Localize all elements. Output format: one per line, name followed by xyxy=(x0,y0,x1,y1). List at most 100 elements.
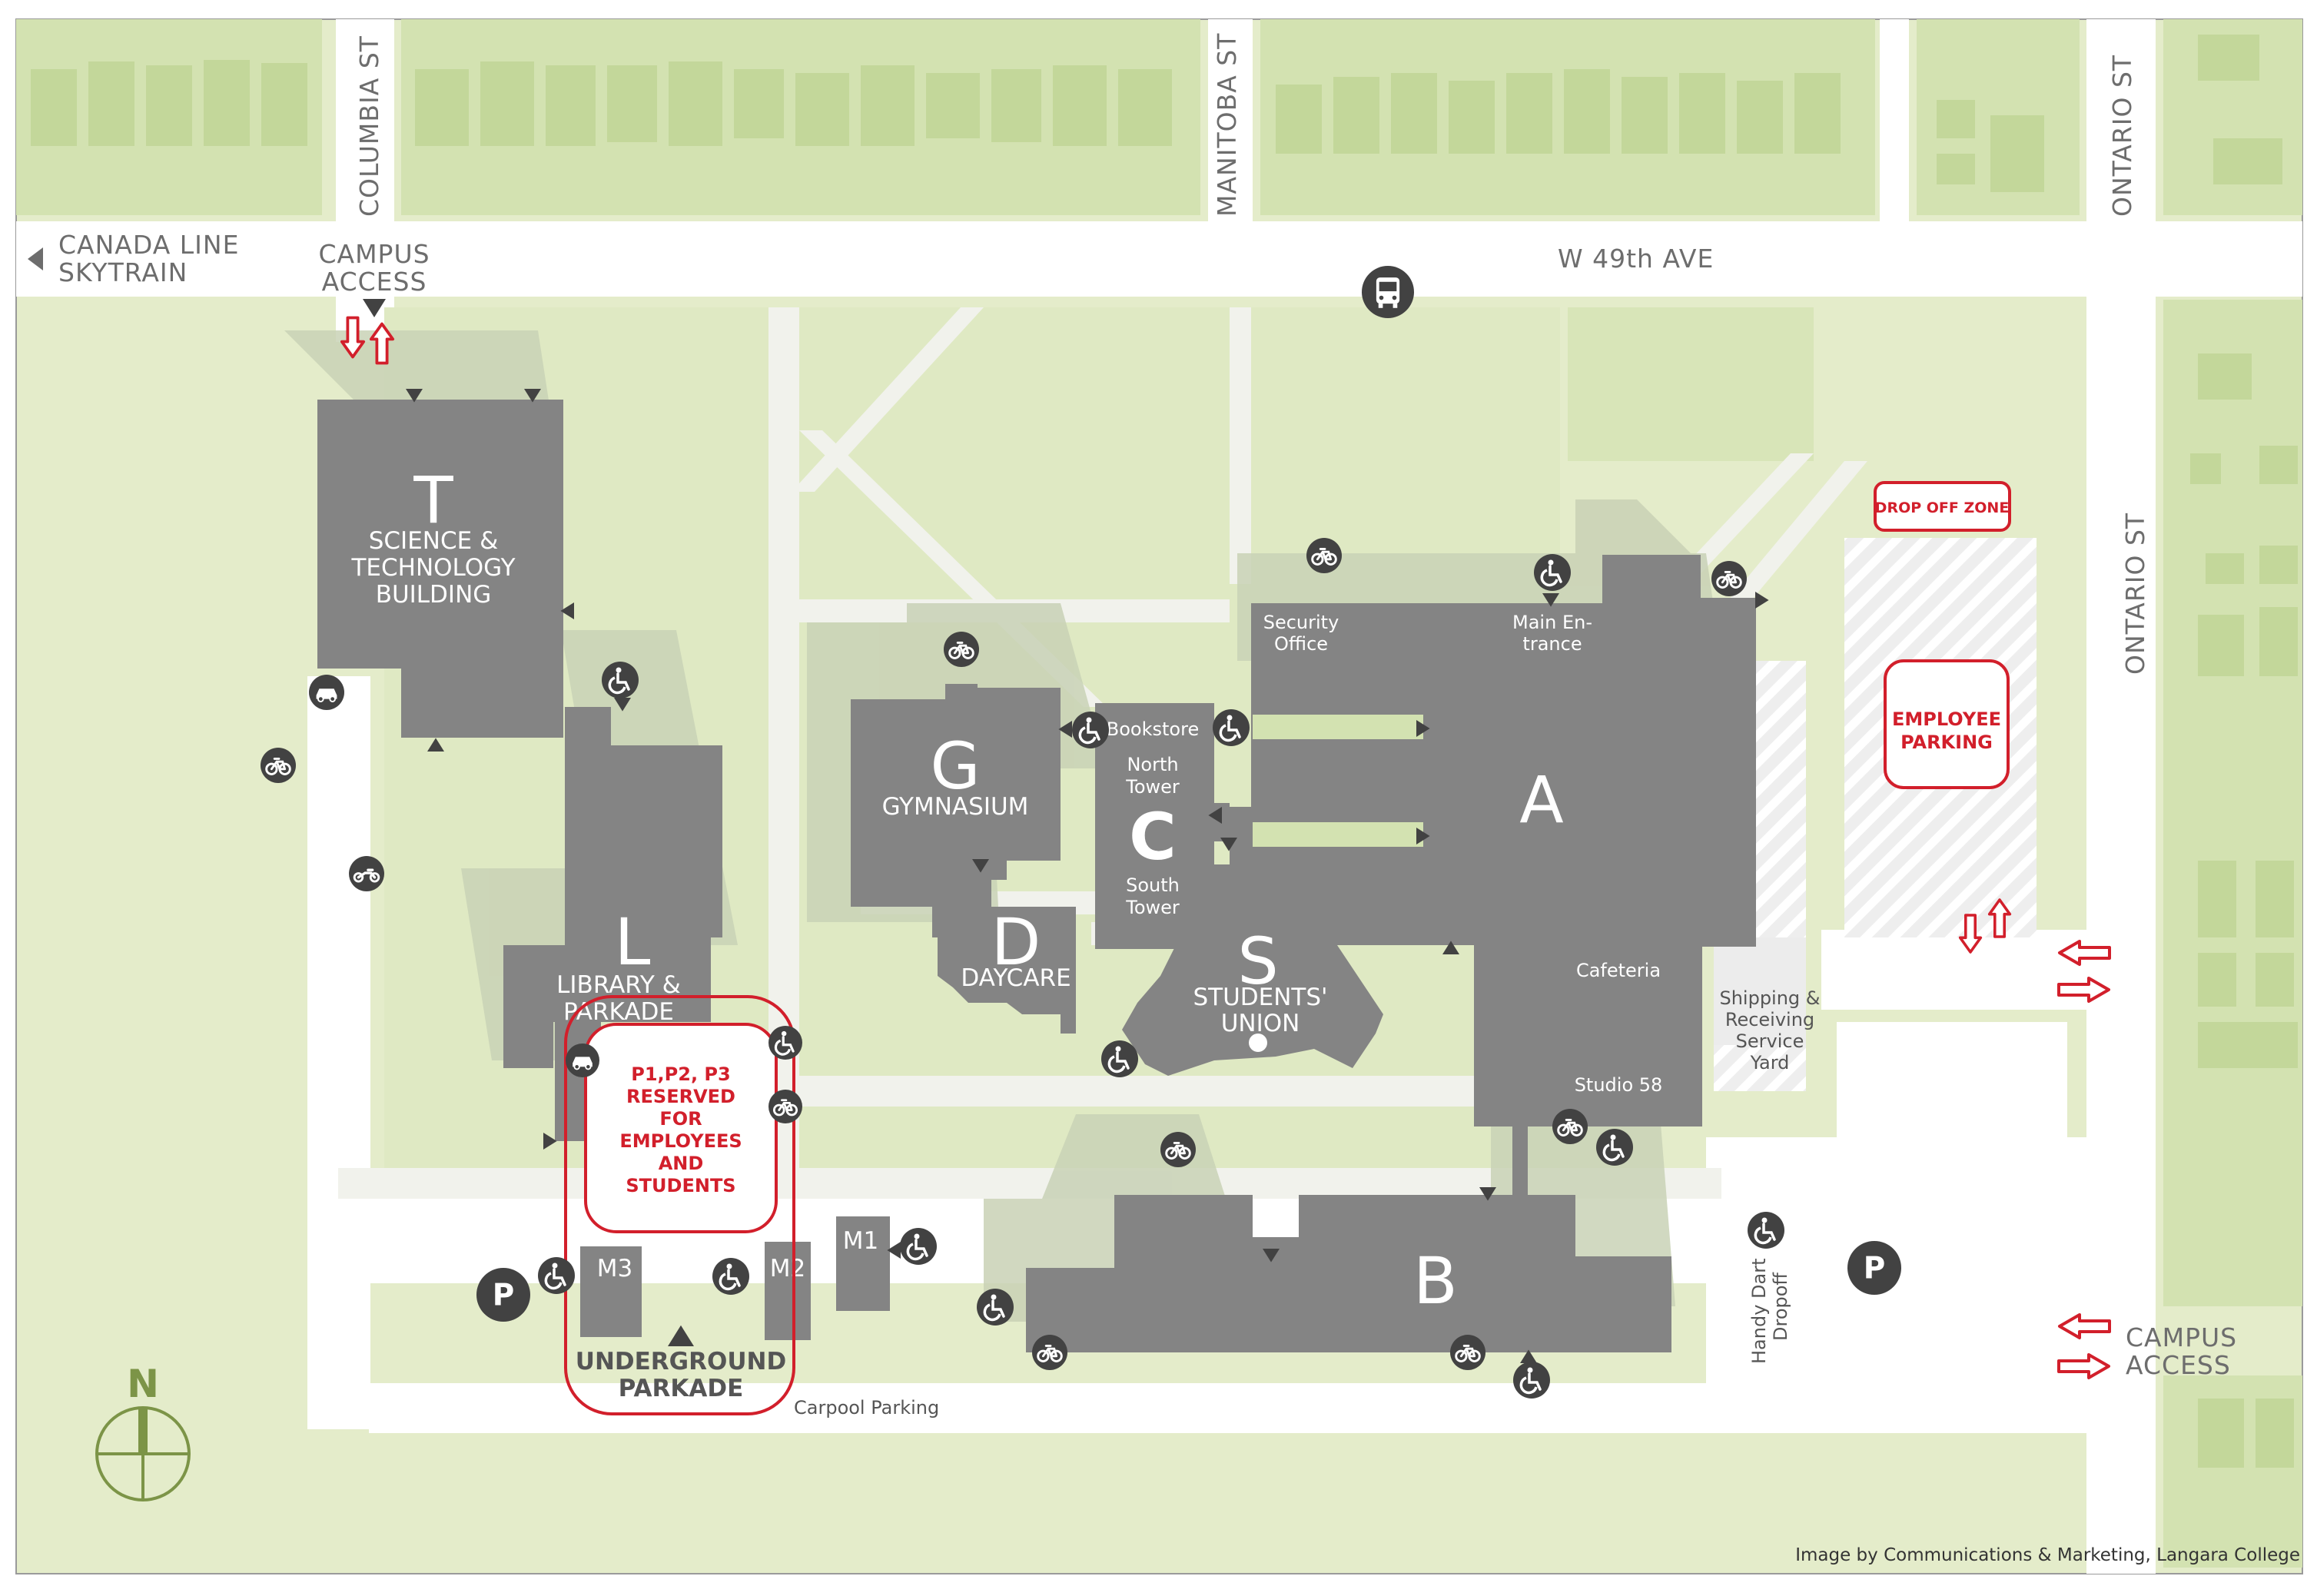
building-a xyxy=(1230,555,1756,1126)
car-icon[interactable] xyxy=(309,675,344,710)
south-tower-line1: South xyxy=(1126,874,1180,896)
studio58-label: Studio 58 xyxy=(1575,1074,1663,1096)
road-columbia xyxy=(336,19,394,342)
shipping-line1: Shipping & xyxy=(1719,987,1820,1009)
bike-icon xyxy=(1450,1335,1485,1370)
bike-icon xyxy=(1552,1109,1588,1144)
accessible-icon xyxy=(977,1289,1014,1326)
accessible-icon xyxy=(1748,1212,1784,1249)
campus-access-right-line2: ACCESS xyxy=(2126,1350,2231,1380)
bike-icon xyxy=(944,632,979,667)
building-l-name-line2: PARKADE xyxy=(563,998,674,1026)
building-t-letter: T xyxy=(413,463,453,538)
reserved-line6: STUDENTS xyxy=(626,1175,735,1196)
parking-icon[interactable] xyxy=(1847,1241,1901,1295)
building-t-name-line2: TECHNOLOGY xyxy=(350,554,515,582)
ontario-st-side-label: ONTARIO ST xyxy=(2120,513,2150,675)
campus-access-top-line2: ACCESS xyxy=(322,267,427,297)
road-manitoba xyxy=(1208,19,1253,227)
building-d xyxy=(932,907,1076,1034)
employee-parking-line1: EMPLOYEE xyxy=(1892,708,2001,730)
main-entrance-line2: trance xyxy=(1522,633,1582,655)
road-south xyxy=(369,1383,2086,1433)
building-m1 xyxy=(836,1216,890,1311)
building-b xyxy=(1026,1195,1671,1352)
parking-icon[interactable] xyxy=(476,1268,530,1322)
building-t-name-line1: SCIENCE & xyxy=(369,527,499,555)
skytrain-line1: CANADA LINE xyxy=(58,230,239,260)
cafeteria-label: Cafeteria xyxy=(1576,960,1661,981)
building-g-letter: G xyxy=(930,728,980,804)
accessible-icon xyxy=(900,1228,937,1265)
motorcycle-icon[interactable] xyxy=(349,856,384,891)
bike-icon xyxy=(1711,561,1747,596)
reserved-line3: FOR xyxy=(659,1108,702,1130)
building-m2 xyxy=(765,1242,811,1340)
accessible-icon xyxy=(538,1257,575,1294)
car-icon[interactable] xyxy=(566,1044,599,1077)
drop-off-zone-label: DROP OFF ZONE xyxy=(1875,499,2010,516)
underground-parkade-outline xyxy=(564,995,795,1415)
shipping-line3: Service xyxy=(1736,1030,1804,1052)
campus-access-top-line1: CAMPUS xyxy=(318,239,430,269)
accessible-icon xyxy=(712,1258,749,1295)
handydart-line1: Handy Dart xyxy=(1748,1259,1770,1365)
skytrain-arrow-icon xyxy=(28,247,43,270)
south-tower-line2: Tower xyxy=(1125,897,1180,918)
north-tower-line1: North xyxy=(1127,754,1178,775)
security-office-line1: Security xyxy=(1263,612,1339,633)
north-tower-line2: Tower xyxy=(1125,776,1180,798)
building-l xyxy=(503,707,722,1068)
accessible-icon xyxy=(1534,554,1571,591)
carpool-parking-label: Carpool Parking xyxy=(794,1397,939,1418)
building-m3 xyxy=(580,1246,642,1337)
accessible-icon xyxy=(1513,1362,1550,1399)
road-w49th xyxy=(16,221,2302,297)
skytrain-line2: SKYTRAIN xyxy=(58,257,188,287)
accessible-icon xyxy=(1213,709,1250,746)
building-m1-label: M1 xyxy=(843,1227,878,1255)
reserved-line5: AND xyxy=(659,1153,704,1174)
building-m3-label: M3 xyxy=(597,1255,632,1282)
accessible-icon xyxy=(1101,1040,1138,1077)
building-l-letter: L xyxy=(615,904,651,980)
building-c xyxy=(1095,703,1276,949)
security-office-line2: Office xyxy=(1274,633,1328,655)
underground-parkade-line1: UNDERGROUND xyxy=(576,1348,786,1375)
building-c-letter: C xyxy=(1129,799,1177,874)
building-s xyxy=(1122,922,1383,1076)
accessible-icon xyxy=(768,1026,802,1060)
bike-icon xyxy=(768,1090,802,1123)
building-t-name-line3: BUILDING xyxy=(376,581,492,609)
buildings xyxy=(317,400,1756,1352)
building-m2-label: M2 xyxy=(770,1255,805,1282)
building-d-name: DAYCARE xyxy=(961,964,1071,992)
bike-icon xyxy=(1160,1132,1196,1167)
road-west-lane xyxy=(307,676,370,1429)
building-g-name: GYMNASIUM xyxy=(882,793,1029,821)
bike-icon xyxy=(261,748,296,783)
bus-icon[interactable] xyxy=(1362,266,1414,318)
east-blocks xyxy=(2163,300,2302,1568)
accessible-icon xyxy=(602,662,639,698)
underground-parkade-line2: PARKADE xyxy=(619,1375,744,1402)
building-s-letter: S xyxy=(1237,924,1278,999)
accessible-icon xyxy=(1072,712,1109,748)
handydart-line2: Dropoff xyxy=(1770,1272,1791,1341)
reserved-line4: EMPLOYEES xyxy=(619,1130,742,1152)
building-d-letter: D xyxy=(991,904,1041,980)
compass-north-label: N xyxy=(127,1362,159,1406)
building-t xyxy=(317,400,563,738)
ontario-st-top-label: ONTARIO ST xyxy=(2107,55,2137,217)
shipping-line4: Yard xyxy=(1750,1052,1790,1073)
bookstore-label: Bookstore xyxy=(1107,718,1199,740)
shipping-line2: Receiving xyxy=(1725,1009,1814,1030)
bike-icon xyxy=(1306,538,1342,573)
building-b-letter: B xyxy=(1413,1243,1458,1319)
manitoba-st-label: MANITOBA ST xyxy=(1212,33,1242,217)
compass-icon xyxy=(95,1406,191,1501)
road-small-north xyxy=(1880,19,1909,227)
columbia-st-label: COLUMBIA ST xyxy=(354,35,384,217)
reserved-line2: RESERVED xyxy=(626,1086,735,1107)
